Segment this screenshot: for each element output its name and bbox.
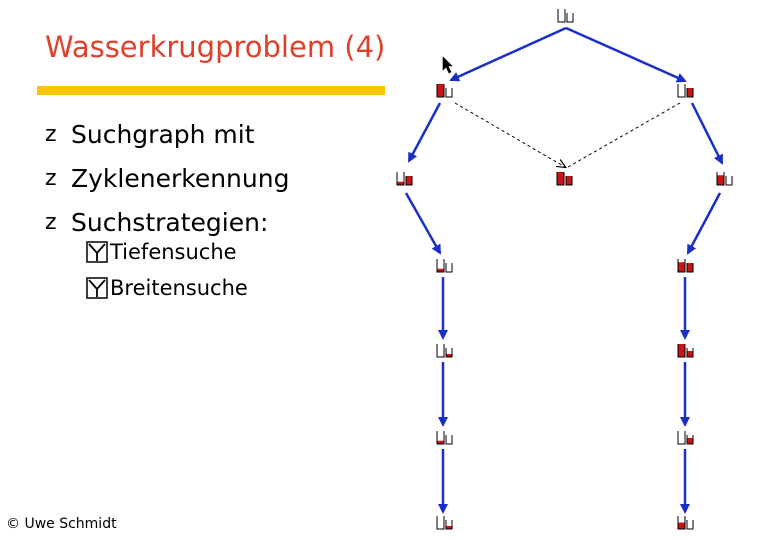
- small-jug-outline: [686, 88, 694, 98]
- big-jug-outline: [557, 9, 566, 23]
- state-node: [677, 344, 694, 358]
- state-node: [677, 431, 694, 445]
- state-node: [436, 84, 453, 98]
- small-jug-water: [566, 176, 572, 185]
- copyright-footer: © Uwe Schmidt: [6, 516, 117, 532]
- big-jug-water: [557, 172, 564, 185]
- state-node: [436, 431, 453, 445]
- big-jug-water: [717, 175, 724, 185]
- big-jug-water: [437, 440, 444, 444]
- small-jug-outline: [686, 263, 694, 273]
- sub-bullet-list: Tiefensuche Breitensuche: [86, 234, 248, 306]
- small-jug-outline: [686, 520, 694, 530]
- tree-edges: [404, 26, 724, 514]
- state-node: [677, 84, 694, 98]
- small-jug-outline: [445, 263, 453, 273]
- big-jug-outline: [677, 431, 686, 445]
- state-node: [436, 259, 453, 273]
- big-jug-outline: [436, 431, 445, 445]
- big-jug-water: [397, 181, 404, 185]
- bullet-list: z Suchgraph mit z Zyklenerkennung z Such…: [45, 112, 289, 244]
- graph-edge: [686, 192, 722, 255]
- checkbox-y-icon: [86, 241, 108, 263]
- checkbox-y-icon: [86, 277, 108, 299]
- small-jug-water: [687, 88, 693, 97]
- cycle-edge: [454, 102, 565, 167]
- bullet-text: Zyklenerkennung: [71, 163, 290, 193]
- small-jug-water: [687, 351, 693, 357]
- bullet-marker-icon: z: [45, 121, 57, 147]
- big-jug-outline: [436, 344, 445, 358]
- bullet-marker-icon: z: [45, 209, 57, 235]
- state-node: [677, 516, 694, 530]
- small-jug-outline: [565, 176, 573, 186]
- state-node: [716, 172, 733, 186]
- big-jug-outline: [677, 259, 686, 273]
- bullet-marker-icon: z: [45, 165, 57, 191]
- mouse-cursor-icon: [442, 56, 453, 74]
- bullet-text: Suchgraph mit: [71, 119, 255, 149]
- cycle-edges: [454, 102, 681, 168]
- bullet-item: z Suchgraph mit: [45, 112, 289, 156]
- small-jug-outline: [405, 176, 413, 186]
- small-jug-outline: [566, 13, 574, 23]
- cycle-edge: [567, 102, 681, 168]
- graph-edge: [690, 102, 724, 165]
- big-jug-outline: [677, 84, 686, 98]
- big-jug-outline: [436, 259, 445, 273]
- big-jug-water: [437, 84, 444, 97]
- state-node: [557, 9, 574, 23]
- graph-edge: [407, 102, 442, 163]
- small-jug-outline: [445, 88, 453, 98]
- big-jug-outline: [436, 516, 445, 530]
- small-jug-outline: [686, 435, 694, 445]
- big-jug-outline: [436, 84, 445, 98]
- small-jug-water: [687, 263, 693, 272]
- sub-bullet-text: Breitensuche: [110, 276, 248, 300]
- small-jug-outline: [445, 520, 453, 530]
- big-jug-water: [678, 262, 685, 272]
- state-node: [436, 516, 453, 530]
- state-node: [396, 172, 413, 186]
- big-jug-water: [678, 522, 685, 529]
- sub-bullet-item: Tiefensuche: [86, 234, 248, 270]
- sub-bullet-text: Tiefensuche: [110, 240, 237, 264]
- bullet-item: z Zyklenerkennung: [45, 156, 289, 200]
- state-node: [677, 259, 694, 273]
- bullet-item: z Suchstrategien:: [45, 200, 289, 244]
- graph-edge: [449, 26, 567, 82]
- small-jug-water: [446, 526, 452, 529]
- state-nodes: [396, 9, 733, 530]
- small-jug-outline: [445, 435, 453, 445]
- big-jug-outline: [556, 172, 565, 186]
- big-jug-water: [437, 268, 444, 272]
- big-jug-outline: [677, 516, 686, 530]
- sub-bullet-item: Breitensuche: [86, 270, 248, 306]
- small-jug-water: [446, 354, 452, 357]
- small-jug-outline: [725, 176, 733, 186]
- page-title: Wasserkrugproblem (4): [45, 30, 386, 64]
- small-jug-water: [406, 176, 412, 185]
- state-node: [436, 344, 453, 358]
- state-node: [556, 172, 573, 186]
- small-jug-outline: [686, 348, 694, 358]
- small-jug-water: [687, 438, 693, 444]
- title-underline: [37, 86, 385, 95]
- graph-edge: [565, 26, 687, 83]
- big-jug-outline: [677, 344, 686, 358]
- big-jug-outline: [396, 172, 405, 186]
- graph-edge: [404, 192, 442, 255]
- big-jug-outline: [716, 172, 725, 186]
- small-jug-outline: [445, 348, 453, 358]
- big-jug-water: [678, 344, 685, 357]
- bullet-text: Suchstrategien:: [71, 207, 269, 237]
